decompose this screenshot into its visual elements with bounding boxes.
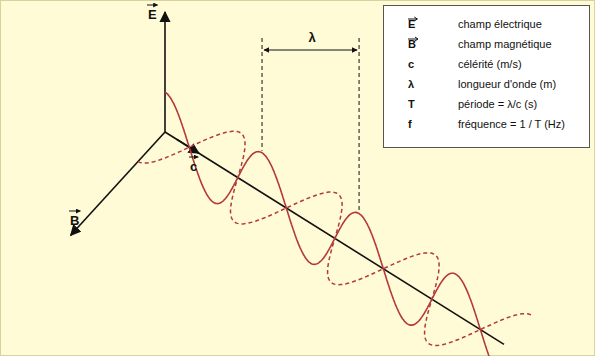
vector-accent xyxy=(189,157,198,158)
legend-row: f fréquence = 1 / T (Hz) xyxy=(384,116,589,132)
legend-row: c célérité (m/s) xyxy=(384,56,589,72)
legend-description: célérité (m/s) xyxy=(458,56,522,72)
legend-symbol: c xyxy=(408,56,414,72)
legend-symbol: B xyxy=(408,36,416,52)
b-field-label: B xyxy=(70,214,79,227)
wavelength-label: λ xyxy=(307,31,318,44)
legend-row: Tpériode = λ/c (s) xyxy=(384,96,589,112)
legend-description: longueur d'onde (m) xyxy=(458,76,556,92)
e-axis xyxy=(164,12,166,132)
wavelength-dimension xyxy=(264,49,357,50)
legend-description: période = λ/c (s) xyxy=(458,96,537,112)
dimension-guide xyxy=(359,38,360,212)
legend-symbol: E xyxy=(408,16,415,32)
vector-accent xyxy=(69,211,80,212)
legend-symbol: λ xyxy=(408,76,414,92)
b-axis xyxy=(71,132,165,235)
legend-row: Echamp électrique xyxy=(384,16,589,32)
vector-accent xyxy=(147,5,158,6)
legend-description: champ électrique xyxy=(458,16,542,32)
legend-row: λ longueur d'onde (m) xyxy=(384,76,589,92)
legend-row: Bchamp magnétique xyxy=(384,36,589,52)
legend-description: champ magnétique xyxy=(458,36,552,52)
legend-symbol: f xyxy=(408,116,412,132)
legend-description: fréquence = 1 / T (Hz) xyxy=(458,116,565,132)
legend-box: Echamp électriqueBchamp magnétique c célér… xyxy=(383,5,590,148)
dimension-guide xyxy=(262,38,263,151)
e-field-label: E xyxy=(148,8,157,21)
legend-symbol: T xyxy=(408,96,415,112)
celerity-label: c xyxy=(190,160,197,173)
